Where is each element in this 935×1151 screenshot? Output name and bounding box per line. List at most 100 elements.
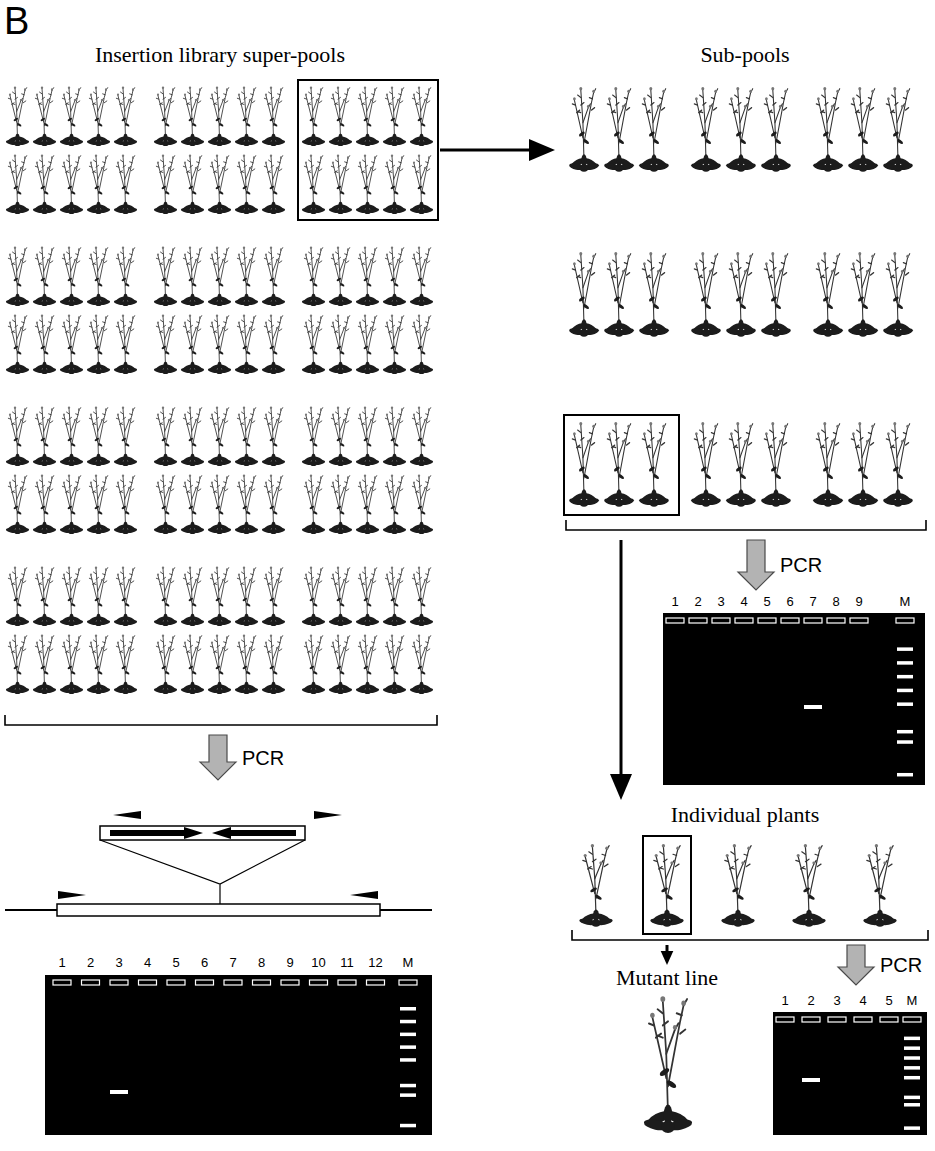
plant-icon xyxy=(60,154,84,214)
plant-icon xyxy=(6,474,30,534)
gel-well xyxy=(310,980,328,985)
plant-icon xyxy=(154,86,178,146)
group-heading: Mutant line xyxy=(616,965,718,990)
plant-icon xyxy=(114,314,138,374)
lane-number: 2 xyxy=(87,955,94,970)
plant-icon xyxy=(6,154,30,214)
pcr-arrow-shape xyxy=(738,540,774,590)
plant-group: Sub-pools xyxy=(555,40,933,540)
plant-icon xyxy=(6,406,30,466)
gel-well xyxy=(253,980,271,985)
plant-icon xyxy=(235,566,259,626)
plant-icon xyxy=(813,87,844,172)
lane-number: 9 xyxy=(286,955,293,970)
plant-icon xyxy=(302,566,326,626)
marker-band xyxy=(400,1045,416,1049)
plant-icon xyxy=(356,566,380,626)
plant-icon xyxy=(302,154,326,214)
plant-icon xyxy=(33,314,57,374)
edge-label: PCR xyxy=(780,554,822,576)
plant-icon xyxy=(154,406,178,466)
plant-icon xyxy=(383,86,407,146)
lane-number: 2 xyxy=(807,993,814,1008)
plant-icon xyxy=(329,474,353,534)
gel-lane-group: 123456789101112M xyxy=(40,780,440,1140)
marker-band xyxy=(897,675,913,679)
plant-icon xyxy=(6,246,30,306)
plant-icon xyxy=(114,406,138,466)
lane-number: 4 xyxy=(740,594,747,609)
gel-well xyxy=(802,1017,820,1022)
pcr-arrow xyxy=(200,735,236,780)
plant-icon xyxy=(761,252,792,337)
plant-icon xyxy=(883,252,914,337)
gel-well xyxy=(776,1017,794,1022)
plant-icon xyxy=(181,566,205,626)
plant-icon xyxy=(329,154,353,214)
plant-icon xyxy=(356,154,380,214)
plant-icon xyxy=(208,154,232,214)
plant-icon xyxy=(302,406,326,466)
plant-icon xyxy=(579,844,613,927)
gel-well xyxy=(689,618,707,623)
plant-icon xyxy=(181,474,205,534)
lane-number: 2 xyxy=(694,594,701,609)
plant-icon xyxy=(726,422,757,507)
lane-number: 3 xyxy=(717,594,724,609)
plant-icon xyxy=(87,246,111,306)
selected-sub-pool-box xyxy=(564,415,679,515)
lane-number: 7 xyxy=(229,955,236,970)
selection-boxes xyxy=(298,80,691,934)
plant-icon xyxy=(181,406,205,466)
plant-icon xyxy=(6,566,30,626)
primer-arrowhead xyxy=(314,811,342,819)
repeat-arrow xyxy=(212,827,296,839)
arrowhead xyxy=(610,774,632,800)
plant-icon xyxy=(410,86,434,146)
plant-icon xyxy=(262,406,286,466)
marker-band xyxy=(897,773,913,777)
insertion-schematic xyxy=(5,811,432,916)
gel-lane-group: 12345M xyxy=(760,985,932,1140)
gel-well xyxy=(666,618,684,623)
plant-icon xyxy=(410,246,434,306)
plant-icon xyxy=(410,154,434,214)
plant-icon xyxy=(329,86,353,146)
plant-icon xyxy=(33,246,57,306)
lane-number: 8 xyxy=(258,955,265,970)
plant-icon xyxy=(410,566,434,626)
marker-band xyxy=(897,647,913,651)
gel-well xyxy=(854,1017,872,1022)
plant-icon xyxy=(87,566,111,626)
plant-icon xyxy=(383,154,407,214)
group-brackets xyxy=(5,520,928,940)
marker-band xyxy=(904,1066,920,1070)
plant-icon xyxy=(114,246,138,306)
plant-icon xyxy=(329,406,353,466)
marker-band xyxy=(400,1058,416,1062)
marker-band xyxy=(904,1037,920,1041)
marker-band xyxy=(400,1020,416,1024)
plant-group: Individual plants xyxy=(560,800,933,945)
plant-group: Insertion library super-pools xyxy=(0,40,440,735)
plant-icon xyxy=(208,314,232,374)
plant-icon xyxy=(302,86,326,146)
plant-icon xyxy=(60,634,84,694)
plant-icon xyxy=(639,252,670,337)
marker-band xyxy=(904,1126,920,1130)
plant-icon xyxy=(87,86,111,146)
plant-icon xyxy=(235,314,259,374)
gel-well xyxy=(804,618,822,623)
gel-well xyxy=(903,1017,921,1022)
lane-number: 3 xyxy=(833,993,840,1008)
gel-well xyxy=(224,980,242,985)
plant-icon xyxy=(6,86,30,146)
plant-icon xyxy=(60,474,84,534)
plant-icon xyxy=(262,566,286,626)
plant-icon xyxy=(302,314,326,374)
plant-icon xyxy=(154,246,178,306)
plant-icon xyxy=(410,314,434,374)
marker-band xyxy=(400,1007,416,1011)
plant-icon xyxy=(792,844,826,927)
